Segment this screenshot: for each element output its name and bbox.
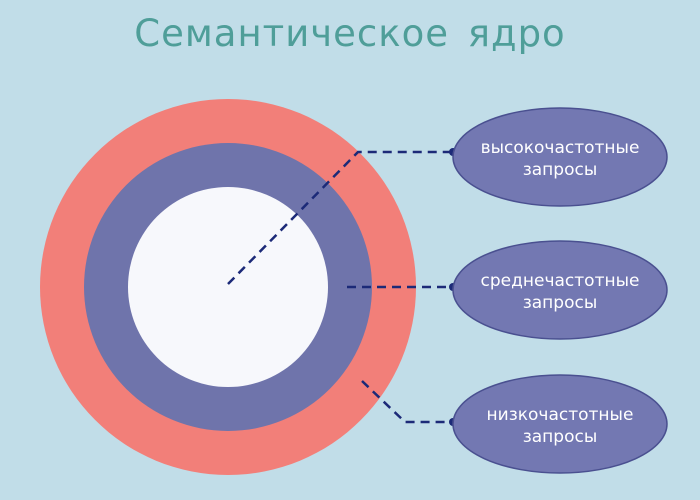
label-ellipse-low-frequency: низкочастотные запросы bbox=[452, 374, 668, 474]
ellipse-mid-line1: среднечастотные bbox=[481, 271, 640, 291]
ellipse-shape-low bbox=[452, 374, 668, 474]
ellipse-shape-high bbox=[452, 107, 668, 207]
label-ellipse-mid-frequency: среднечастотные запросы bbox=[452, 240, 668, 340]
ellipse-mid-line2: запросы bbox=[523, 293, 598, 313]
ellipse-shape-mid bbox=[452, 240, 668, 340]
ellipse-high-line2: запросы bbox=[523, 160, 598, 180]
connector-high-frequency bbox=[227, 150, 453, 285]
ellipse-low-line1: низкочастотные bbox=[487, 405, 634, 425]
diagram-title: Семантическое ядро bbox=[134, 12, 566, 55]
ellipse-high-line1: высокочастотные bbox=[481, 138, 640, 158]
inner-circle-low-frequency bbox=[128, 187, 328, 387]
label-ellipse-high-frequency: высокочастотные запросы bbox=[452, 107, 668, 207]
ellipse-low-line2: запросы bbox=[523, 427, 598, 447]
connector-low-frequency bbox=[361, 380, 453, 424]
